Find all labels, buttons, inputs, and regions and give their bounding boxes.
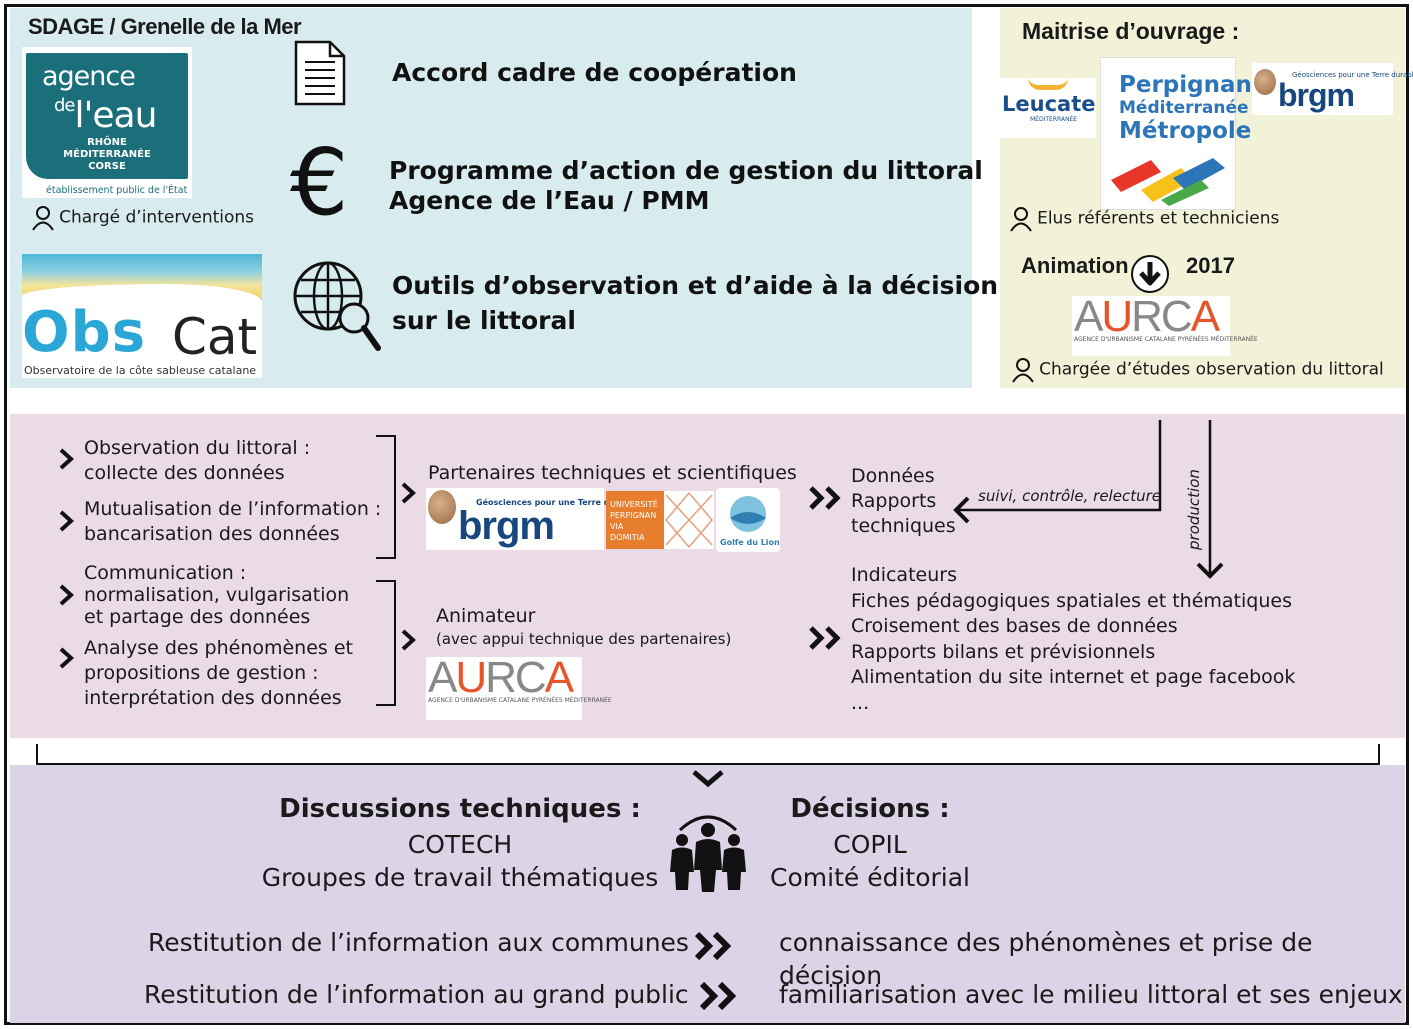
univ-pattern-logo	[664, 491, 714, 549]
copil-block: COPIL Comité éditorial	[770, 830, 970, 892]
pink-panel	[10, 414, 1405, 738]
double-chevron-right-icon	[694, 932, 732, 960]
bracket-upper	[376, 435, 396, 559]
restitution-communes: Restitution de l’information aux commune…	[148, 928, 689, 957]
programme-action-label: Programme d’action de gestion du littora…	[389, 156, 983, 215]
person-icon	[32, 206, 54, 231]
sdage-title: SDAGE / Grenelle de la Mer	[28, 14, 302, 39]
brgm-logo-top: Géosciences pour une Terre durable brgm	[1252, 63, 1413, 115]
decisions-block: Décisions :	[790, 794, 950, 824]
double-chevron-right-icon	[809, 486, 841, 510]
list-item-communication: Communication :normalisation, vulgarisat…	[84, 562, 350, 628]
chevron-right-icon	[401, 629, 416, 651]
outputs-indicateurs: Indicateurs Fiches pédagogiques spatiale…	[851, 564, 1296, 714]
charge-interventions: Chargé d’interventions	[32, 205, 254, 231]
chargee-etudes: Chargée d’études observation du littoral	[1012, 357, 1384, 383]
purple-panel	[10, 765, 1405, 1023]
year-2017: 2017	[1186, 253, 1235, 278]
leucate-logo: Leucate MÉDITERRANÉE	[1000, 78, 1096, 138]
restitution-public: Restitution de l’information au grand pu…	[144, 980, 689, 1009]
chevron-right-icon	[59, 448, 74, 470]
production-label: production	[1185, 469, 1203, 550]
pmm-logo: Perpignan Méditerranée Métropole	[1100, 57, 1252, 210]
list-item-observation: Observation du littoral :collecte des do…	[84, 437, 311, 484]
animateur-sub: (avec appui technique des partenaires)	[436, 630, 732, 648]
brgm-logo-partner: Géosciences pour une Terre durable brgm	[426, 488, 638, 550]
maitrise-title: Maitrise d’ouvrage :	[1022, 18, 1240, 44]
obscat-logo: Obs Cat Observatoire de la côte sableuse…	[22, 254, 262, 378]
chevron-right-icon	[59, 647, 74, 669]
person-icon	[1010, 207, 1032, 232]
animateur-label: Animateur	[436, 605, 536, 627]
partners-title: Partenaires techniques et scientifiques	[428, 462, 797, 484]
euro-icon: €	[290, 129, 349, 236]
person-icon	[1012, 358, 1034, 383]
aurca-logo-middle: AURCA AGENCE D'URBANISME CATALANE PYRÉNÉ…	[426, 653, 612, 720]
bottom-bracket	[36, 744, 1380, 788]
chevron-right-icon	[401, 482, 416, 504]
accord-cadre-label: Accord cadre de coopération	[392, 58, 797, 87]
result-connaissance: connaissance des phénomènes et prise de …	[779, 928, 1313, 990]
outils-observation-label: Outils d’observation et d’aide à la déci…	[392, 271, 999, 335]
group-people-icon	[670, 815, 746, 892]
cotech-block: COTECH Groupes de travail thématiques	[261, 830, 659, 892]
list-item-mutualisation: Mutualisation de l’information :bancaris…	[84, 498, 382, 545]
elus-referents: Elus référents et techniciens	[1010, 206, 1279, 232]
chevron-right-icon	[59, 510, 74, 532]
arrow-down-circle-icon	[1131, 255, 1169, 293]
animation-label: Animation	[1021, 253, 1129, 278]
flow-arrows	[953, 420, 1224, 579]
document-icon	[294, 40, 346, 106]
globe-search-icon	[293, 261, 381, 351]
aurca-logo-top: AURCA AGENCE D'URBANISME CATALANE PYRÉNÉ…	[1072, 292, 1258, 356]
suivi-label: suivi, contrôle, relecture	[978, 487, 1161, 505]
double-chevron-right-icon	[809, 626, 841, 650]
bracket-lower	[376, 580, 396, 706]
chevron-right-icon	[59, 584, 74, 606]
parc-golfe-lion-logo: Golfe du Lion	[716, 488, 780, 552]
discussions-block: Discussions techniques :	[279, 794, 641, 824]
double-chevron-right-icon	[699, 982, 737, 1010]
result-familiarisation: familiarisation avec le milieu littoral …	[779, 980, 1403, 1009]
